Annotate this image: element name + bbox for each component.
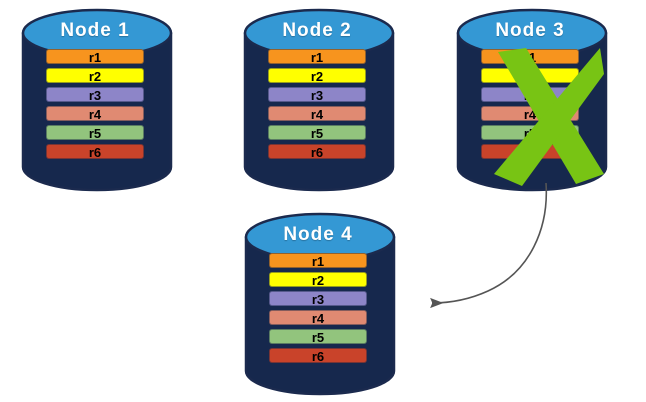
record-label: r2 xyxy=(88,69,102,84)
record-list: r1 r2 r3 r4 r5 r6 xyxy=(243,49,391,163)
record-row[interactable]: r2 xyxy=(269,272,367,287)
record-label: r4 xyxy=(523,107,537,122)
record-row[interactable]: r6 xyxy=(268,144,366,159)
record-row[interactable]: r2 xyxy=(481,68,579,83)
record-row[interactable]: r3 xyxy=(46,87,144,102)
record-label: r2 xyxy=(311,273,325,288)
record-label: r4 xyxy=(310,107,324,122)
record-label: r6 xyxy=(523,145,537,160)
record-row[interactable]: r2 xyxy=(46,68,144,83)
record-row[interactable]: r4 xyxy=(481,106,579,121)
record-label: r2 xyxy=(523,69,537,84)
record-list: r1 r2 r3 r4 r5 r6 xyxy=(244,253,392,367)
record-label: r1 xyxy=(311,254,325,269)
record-row[interactable]: r3 xyxy=(481,87,579,102)
record-row[interactable]: r5 xyxy=(268,125,366,140)
record-label: r1 xyxy=(310,50,324,65)
record-label: r6 xyxy=(88,145,102,160)
record-label: r3 xyxy=(311,292,325,307)
record-label: r5 xyxy=(311,330,325,345)
record-label: r3 xyxy=(523,88,537,103)
record-row[interactable]: r5 xyxy=(269,329,367,344)
record-row[interactable]: r3 xyxy=(268,87,366,102)
record-row[interactable]: r6 xyxy=(481,144,579,159)
record-label: r6 xyxy=(311,349,325,364)
record-label: r3 xyxy=(310,88,324,103)
record-row[interactable]: r4 xyxy=(46,106,144,121)
record-label: r1 xyxy=(88,50,102,65)
record-row[interactable]: r3 xyxy=(269,291,367,306)
record-list: r1 r2 r3 r4 r5 r6 xyxy=(21,49,169,163)
record-row[interactable]: r2 xyxy=(268,68,366,83)
record-row[interactable]: r1 xyxy=(46,49,144,64)
record-row[interactable]: r4 xyxy=(268,106,366,121)
record-row[interactable]: r4 xyxy=(269,310,367,325)
record-row[interactable]: r6 xyxy=(46,144,144,159)
record-row[interactable]: r1 xyxy=(481,49,579,64)
record-label: r3 xyxy=(88,88,102,103)
record-row[interactable]: r1 xyxy=(268,49,366,64)
record-label: r2 xyxy=(310,69,324,84)
record-label: r6 xyxy=(310,145,324,160)
record-label: r1 xyxy=(523,50,537,65)
record-row[interactable]: r5 xyxy=(46,125,144,140)
record-label: r5 xyxy=(310,126,324,141)
record-label: r5 xyxy=(523,126,537,141)
record-label: r4 xyxy=(88,107,102,122)
record-list: r1 r2 r3 r4 r5 r6 xyxy=(456,49,604,163)
record-label: r4 xyxy=(311,311,325,326)
record-row[interactable]: r6 xyxy=(269,348,367,363)
record-label: r5 xyxy=(88,126,102,141)
record-row[interactable]: r5 xyxy=(481,125,579,140)
record-row[interactable]: r1 xyxy=(269,253,367,268)
